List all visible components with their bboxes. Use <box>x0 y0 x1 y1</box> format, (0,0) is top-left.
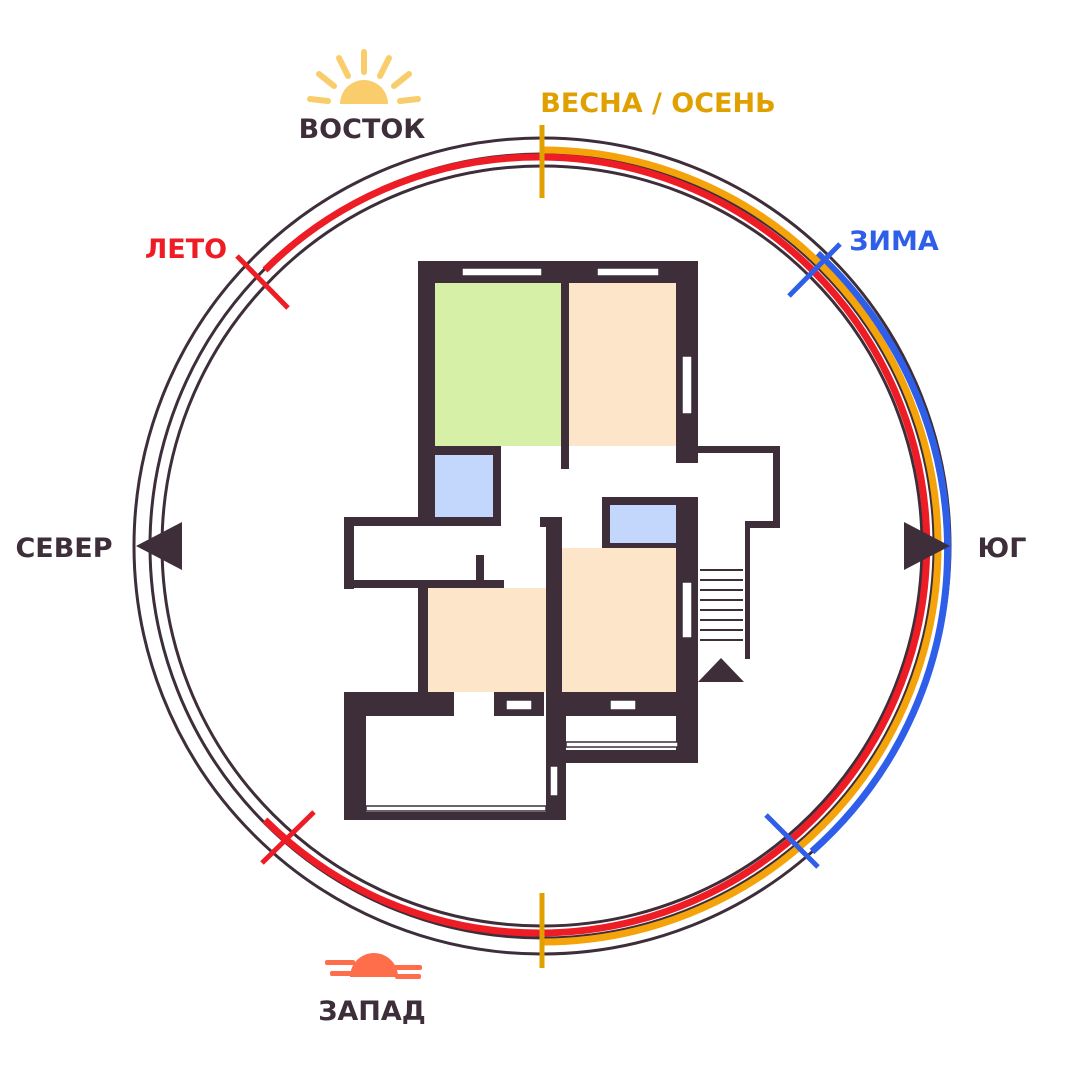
summer-tick-bottom <box>260 810 316 865</box>
season-labels: ЛЕТО ЗИМА ВЕСНА / ОСЕНЬ <box>145 88 939 265</box>
summer-label: ЛЕТО <box>145 234 227 265</box>
entrance-icon <box>698 658 744 682</box>
south-label: ЮГ <box>978 533 1027 564</box>
winter-label: ЗИМА <box>849 226 939 257</box>
summer-tick-top <box>235 254 290 310</box>
winter-sun-path <box>809 250 952 855</box>
bedroom-south-west <box>428 588 546 692</box>
season-ticks <box>235 125 842 968</box>
floor-plan <box>344 261 780 820</box>
direction-labels: ВОСТОК ЗАПАД СЕВЕР ЮГ <box>15 114 1026 1027</box>
plan-windows <box>365 267 693 812</box>
bedroom-north-east <box>569 283 676 446</box>
equinox-label: ВЕСНА / ОСЕНЬ <box>540 88 775 119</box>
east-label: ВОСТОК <box>299 114 426 145</box>
winter-tick-top <box>787 242 842 298</box>
winter-tick-bottom <box>764 813 820 869</box>
sunset-icon <box>325 953 422 979</box>
staircase <box>700 569 743 641</box>
bedroom-south-east <box>562 548 678 692</box>
living-room <box>435 283 561 446</box>
west-label: ЗАПАД <box>318 996 426 1027</box>
north-label: СЕВЕР <box>15 533 112 564</box>
bathroom-right <box>610 505 676 543</box>
bathroom-left <box>435 455 493 517</box>
south-marker-icon <box>904 522 950 570</box>
plan-walls <box>344 261 780 820</box>
sunrise-icon <box>307 49 421 104</box>
north-marker-icon <box>136 522 182 570</box>
